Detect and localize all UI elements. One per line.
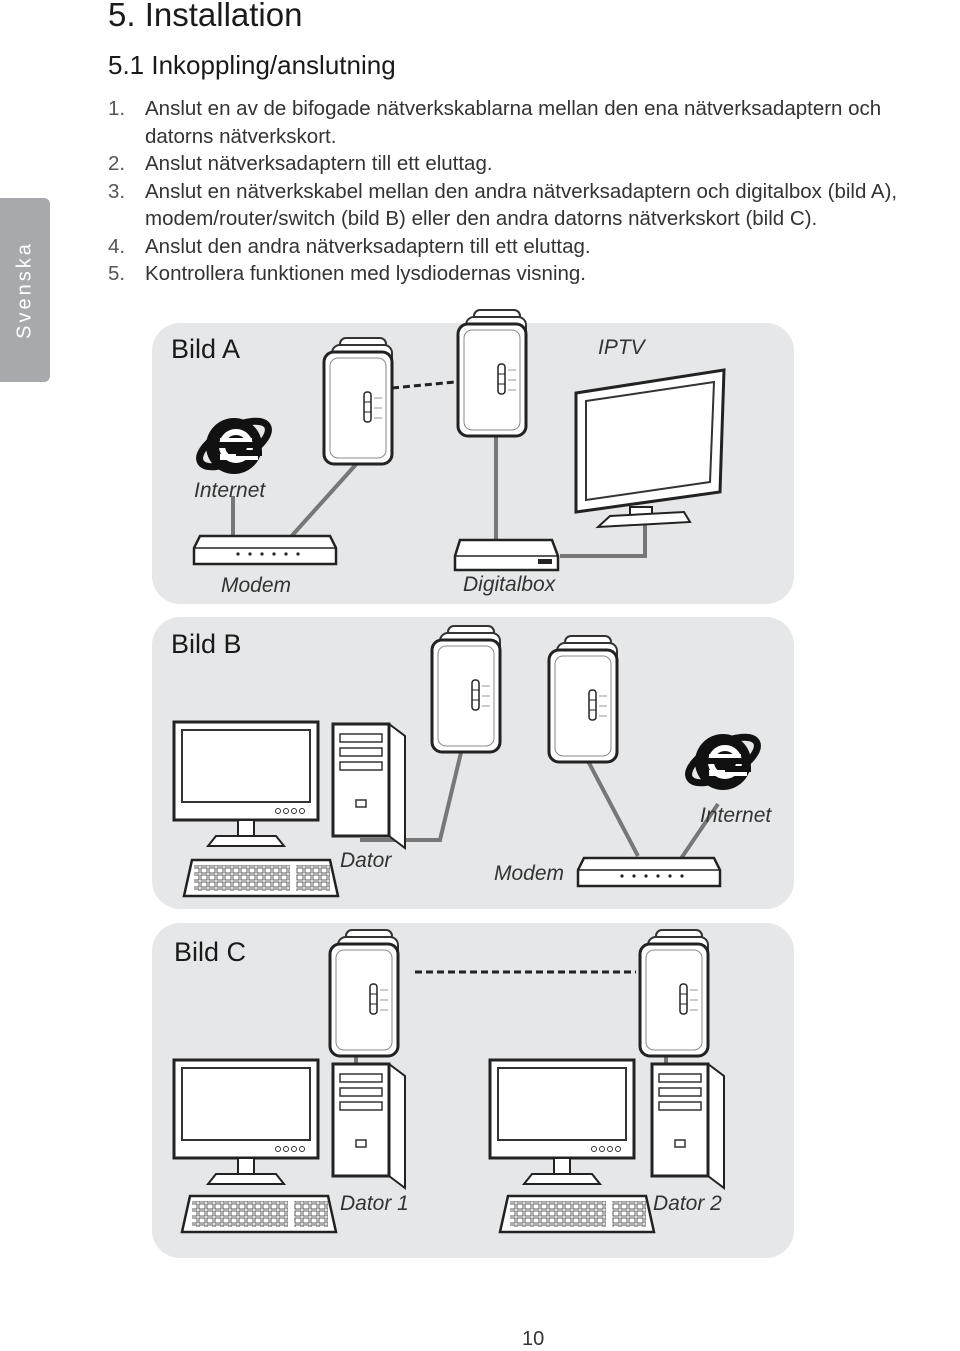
modem-label: Modem [221, 574, 292, 597]
pc-tower-icon [331, 722, 407, 850]
step-number: 2. [108, 152, 126, 175]
step-item: 3. Anslut en nätverkskabel mellan den and… [108, 178, 948, 233]
digitalbox-label: Digitalbox [463, 573, 556, 596]
monitor-icon [172, 720, 320, 848]
diagram-c-title: Bild C [174, 937, 247, 967]
dator-1-label: Dator 1 [340, 1192, 409, 1215]
dator-label: Dator [340, 849, 392, 872]
installation-steps: 1. Anslut en av de bifogade nätverkskabla… [108, 95, 948, 288]
powerline-adapter-icon [456, 308, 528, 438]
pc-tower-icon [650, 1062, 726, 1190]
keyboard-icon [182, 858, 340, 898]
modem-label: Modem [494, 862, 565, 885]
tv-icon [574, 368, 726, 529]
subsection-heading: 5.1 Inkoppling/anslutning [108, 50, 396, 80]
powerline-adapter-icon [547, 634, 619, 764]
page-number: 10 [522, 1328, 545, 1350]
keyboard-icon [498, 1194, 656, 1234]
pc-tower-icon [331, 1062, 407, 1190]
section-heading: 5. Installation [108, 0, 303, 33]
diagram-a-artwork [192, 308, 726, 572]
diagram-b-artwork [172, 624, 764, 898]
step-text: Anslut den andra nätverksadaptern till e… [145, 234, 591, 258]
powerline-adapter-icon [328, 928, 400, 1058]
step-text: Anslut en nätverkskabel mellan den andra… [145, 179, 898, 231]
diagram-a-title: Bild A [171, 334, 241, 364]
step-item: 2. Anslut nätverksadaptern till ett elutt… [108, 150, 948, 178]
step-item: 4. Anslut den andra nätverksadaptern till… [108, 233, 948, 261]
dator-2-label: Dator 2 [653, 1192, 722, 1215]
diagram-b-title: Bild B [171, 629, 242, 659]
modem-icon [192, 534, 338, 566]
monitor-icon [172, 1058, 320, 1186]
powerline-adapter-icon [430, 624, 502, 754]
step-number: 3. [108, 179, 126, 203]
powerline-adapter-icon [322, 336, 394, 466]
step-text: Anslut nätverksadaptern till ett eluttag… [145, 152, 493, 175]
modem-icon [576, 856, 722, 888]
powerline-adapter-icon [638, 928, 710, 1058]
internet-label: Internet [194, 479, 266, 502]
internet-logo-icon [682, 728, 764, 792]
step-number: 1. [108, 97, 126, 120]
internet-logo-icon [193, 412, 275, 476]
keyboard-icon [180, 1194, 338, 1234]
iptv-label: IPTV [598, 336, 645, 359]
step-number: 4. [108, 234, 126, 258]
internet-label: Internet [700, 804, 772, 827]
monitor-icon [488, 1058, 636, 1186]
diagram-c-artwork [172, 928, 726, 1234]
step-text: Anslut en av de bifogade nätverkskablarn… [145, 97, 882, 148]
step-number: 5. [108, 262, 126, 285]
step-item: 1. Anslut en av de bifogade nätverkskabla… [108, 95, 948, 150]
step-item: 5. Kontrollera funktionen med lysdioderna… [108, 260, 948, 288]
step-text: Kontrollera funktionen med lysdiodernas … [145, 262, 587, 285]
language-side-tab: Svenska [0, 198, 50, 382]
digitalbox-icon [453, 538, 560, 572]
